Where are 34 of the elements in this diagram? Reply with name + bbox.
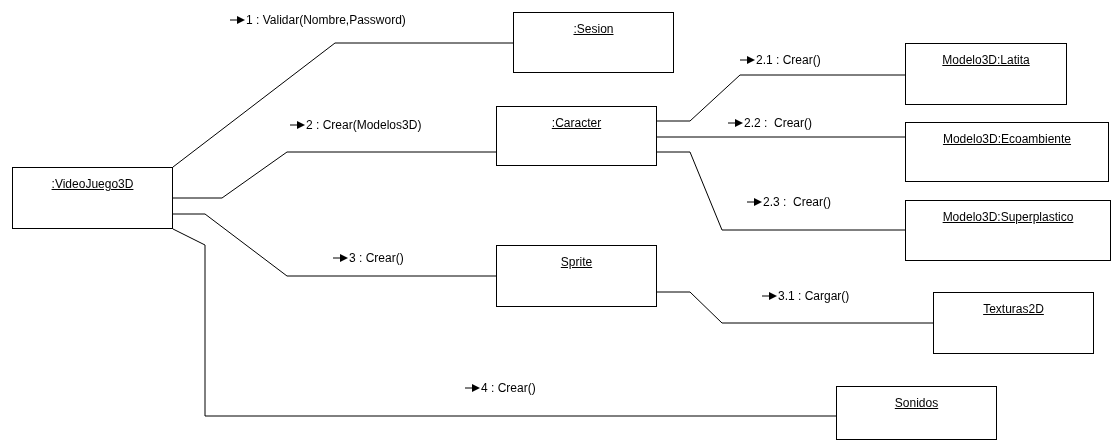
object-name: :VideoJuego3D — [50, 177, 135, 191]
object-name: Texturas2D — [982, 302, 1045, 316]
object-box — [905, 43, 1067, 105]
message-label: 2.1 : Crear() — [756, 53, 821, 67]
object-box — [496, 106, 657, 166]
object-box — [905, 122, 1109, 182]
message-label: 2.3 : Crear() — [763, 195, 831, 209]
message-label: 1 : Validar(Nombre,Password) — [246, 13, 406, 27]
object-box — [905, 200, 1111, 261]
association-line — [656, 74, 906, 122]
message-label: 3.1 : Cargar() — [778, 289, 850, 303]
object-name: Modelo3D:Superplastico — [941, 210, 1075, 224]
object-box — [836, 386, 997, 440]
association-line — [172, 42, 514, 168]
message-label: 2 : Crear(Modelos3D) — [306, 118, 422, 132]
message-label: 4 : Crear() — [481, 381, 536, 395]
message-label: 2.2 : Crear() — [744, 116, 812, 130]
object-name: Modelo3D:Latita — [941, 53, 1031, 67]
object-box — [12, 167, 173, 229]
object-box — [933, 292, 1094, 354]
object-name: Sprite — [559, 255, 594, 269]
object-name: Modelo3D:Ecoambiente — [941, 132, 1073, 146]
association-line — [656, 136, 906, 138]
object-name: Sonidos — [893, 396, 940, 410]
association-line — [656, 291, 934, 324]
association-line — [172, 151, 497, 199]
object-box — [513, 12, 674, 73]
association-line — [656, 151, 906, 231]
association-line — [172, 213, 497, 277]
association-line — [172, 228, 837, 417]
object-box — [496, 245, 657, 307]
object-name: :Sesion — [572, 22, 615, 36]
object-name: :Caracter — [550, 116, 603, 130]
message-label: 3 : Crear() — [349, 251, 404, 265]
